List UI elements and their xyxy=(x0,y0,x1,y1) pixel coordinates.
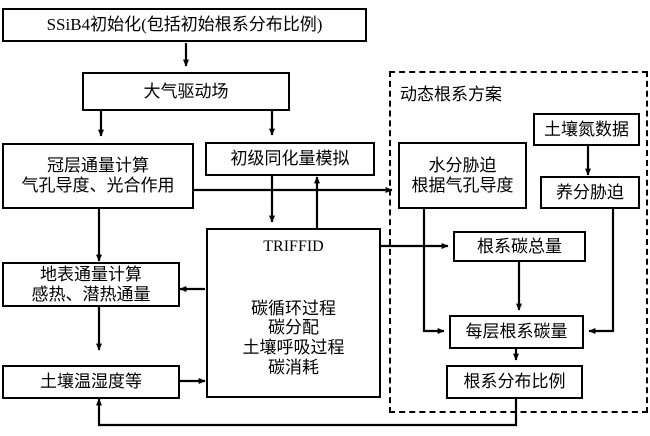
node-root-distribution-label: 根系分布比例 xyxy=(463,372,566,392)
node-total-root-carbon-label: 根系碳总量 xyxy=(477,236,562,256)
node-surface-flux-line1: 地表通量计算 xyxy=(40,264,142,284)
dynamic-root-scheme-group xyxy=(389,71,648,413)
node-layer-root-carbon[interactable]: 每层根系碳量 xyxy=(449,315,584,349)
dynamic-root-scheme-group-label: 动态根系方案 xyxy=(400,85,502,104)
node-triffid-line4: 碳消耗 xyxy=(268,357,319,377)
node-surface-flux-line2: 感热、潜热通量 xyxy=(31,284,151,304)
node-soil-temp-moisture-label: 土壤温湿度等 xyxy=(40,372,142,392)
node-root-distribution[interactable]: 根系分布比例 xyxy=(446,365,583,399)
node-soil-nitrogen-data[interactable]: 土壤氮数据 xyxy=(533,113,640,146)
node-triffid-line3: 土壤呼吸过程 xyxy=(242,337,345,357)
node-surface-flux[interactable]: 地表通量计算 感热、潜热通量 xyxy=(2,262,180,307)
node-water-stress-line2: 根据气孔导度 xyxy=(411,175,514,195)
node-layer-root-carbon-label: 每层根系碳量 xyxy=(465,322,568,342)
node-total-root-carbon[interactable]: 根系碳总量 xyxy=(453,231,586,262)
node-gpp-simulation-label: 初级同化量模拟 xyxy=(230,149,350,169)
node-atmos-forcing-label: 大气驱动场 xyxy=(143,81,229,101)
node-gpp-simulation[interactable]: 初级同化量模拟 xyxy=(205,142,375,176)
node-water-stress-line1: 水分胁迫 xyxy=(428,155,497,175)
node-atmos-forcing[interactable]: 大气驱动场 xyxy=(82,72,290,111)
node-canopy-flux[interactable]: 冠层通量计算 气孔导度、光合作用 xyxy=(2,143,194,209)
node-canopy-flux-line2: 气孔导度、光合作用 xyxy=(21,176,175,195)
node-soil-nitrogen-data-label: 土壤氮数据 xyxy=(544,119,629,139)
node-init[interactable]: SSiB4初始化(包括初始根系分布比例) xyxy=(2,8,367,42)
node-soil-temp-moisture[interactable]: 土壤温湿度等 xyxy=(2,365,180,399)
node-triffid-line2: 碳分配 xyxy=(268,318,319,338)
node-canopy-flux-line1: 冠层通量计算 xyxy=(47,156,149,176)
node-water-stress[interactable]: 水分胁迫 根据气孔导度 xyxy=(398,142,527,209)
node-triffid-line1: 碳循环过程 xyxy=(251,298,336,318)
node-nutrient-stress[interactable]: 养分胁迫 xyxy=(540,176,640,209)
node-triffid-title: TRIFFID xyxy=(263,238,324,255)
node-nutrient-stress-label: 养分胁迫 xyxy=(556,182,624,202)
node-triffid[interactable]: TRIFFID 碳循环过程 碳分配 土壤呼吸过程 碳消耗 xyxy=(206,228,381,398)
node-init-label: SSiB4初始化(包括初始根系分布比例) xyxy=(46,15,323,35)
